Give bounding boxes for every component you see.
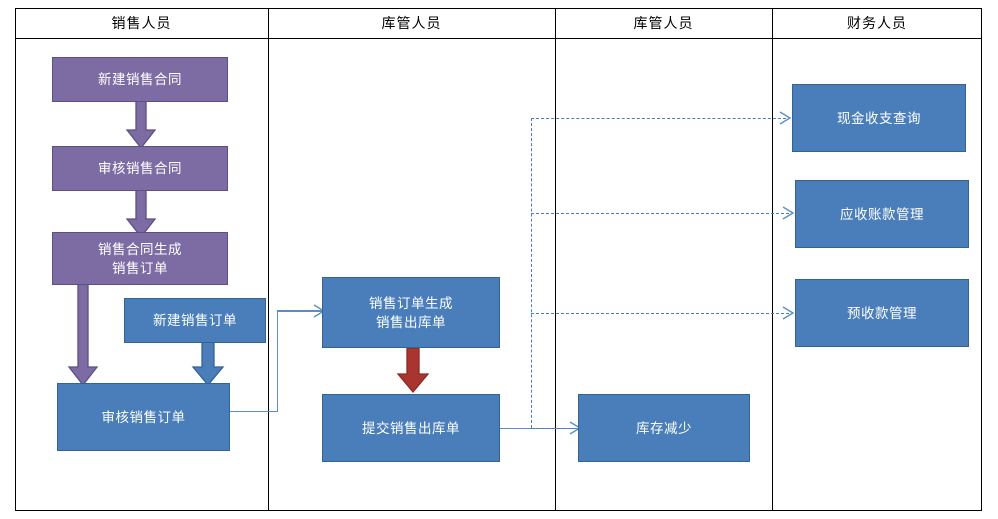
lane-header-warehouse-1: 库管人员: [381, 15, 442, 31]
node-new-sales-order[interactable]: 新建销售订单: [124, 298, 266, 343]
node-contract-to-order[interactable]: 销售合同生成 销售订单: [52, 232, 228, 285]
node-submit-outbound[interactable]: 提交销售出库单: [322, 394, 500, 462]
node-cash-inout-query[interactable]: 现金收支查询: [792, 84, 966, 152]
node-label-submit-outbound: 提交销售出库单: [362, 420, 460, 436]
node-label-audit-sales-contract: 审核销售合同: [98, 161, 182, 176]
lane-divider-3: [772, 8, 773, 511]
edge-dashed-to-cash-inout-query: [531, 118, 786, 119]
lane-header-warehouse-2: 库管人员: [633, 15, 694, 31]
node-stock-decrease[interactable]: 库存减少: [578, 394, 750, 462]
node-order-to-outbound[interactable]: 销售订单生成 销售出库单: [322, 277, 500, 348]
edge-audit-order-to-outbound-seg-v: [276, 311, 278, 412]
block-arrow-new-order-to-audit-order: [191, 341, 225, 387]
node-receivable-manage[interactable]: 应收账款管理: [795, 180, 969, 248]
edge-audit-order-to-outbound-seg-h1: [228, 411, 278, 413]
lane-header-sales: 销售人员: [111, 15, 172, 31]
swimlane-header-rule: [15, 38, 982, 39]
node-label-contract-to-order-line2: 销售订单: [112, 260, 168, 276]
arrowhead-to-advance-receipt: [782, 306, 795, 320]
block-arrow-outbound-to-submit: [396, 348, 430, 394]
block-arrow-contract-to-audit: [125, 100, 157, 150]
node-label-new-sales-order: 新建销售订单: [153, 313, 237, 328]
node-label-order-to-outbound-line1: 销售订单生成: [369, 295, 453, 311]
arrowhead-to-receivable-manage: [782, 206, 795, 220]
node-label-advance-receipt: 预收款管理: [847, 305, 917, 321]
lane-divider-1: [268, 8, 269, 511]
edge-audit-order-to-outbound-seg-h2: [277, 310, 322, 312]
node-advance-receipt[interactable]: 预收款管理: [795, 279, 969, 347]
lane-header-finance: 财务人员: [847, 15, 907, 31]
node-label-cash-inout-query: 现金收支查询: [837, 110, 921, 126]
block-arrow-contract-order-to-audit-order: [67, 283, 99, 387]
node-label-new-sales-contract: 新建销售合同: [98, 72, 182, 87]
node-label-audit-sales-order: 审核销售订单: [101, 409, 186, 425]
node-audit-sales-contract[interactable]: 审核销售合同: [52, 146, 228, 191]
node-label-contract-to-order-line1: 销售合同生成: [98, 241, 182, 257]
edge-dashed-trunk-vertical: [531, 118, 532, 428]
edge-dashed-to-advance-receipt: [531, 313, 789, 314]
node-audit-sales-order[interactable]: 审核销售订单: [57, 383, 230, 451]
edge-dashed-to-receivable-manage: [531, 213, 789, 214]
swimlane-frame: [15, 8, 982, 511]
block-arrow-audit-to-contract-order: [125, 189, 157, 239]
lane-divider-2: [555, 8, 556, 511]
edge-dashed-trunk-foot: [531, 427, 581, 429]
node-label-order-to-outbound-line2: 销售出库单: [376, 314, 446, 330]
node-new-sales-contract[interactable]: 新建销售合同: [52, 57, 228, 102]
arrowhead-to-cash-inout-query: [779, 111, 792, 125]
node-label-receivable-manage: 应收账款管理: [840, 206, 924, 222]
node-label-stock-decrease: 库存减少: [636, 420, 692, 436]
